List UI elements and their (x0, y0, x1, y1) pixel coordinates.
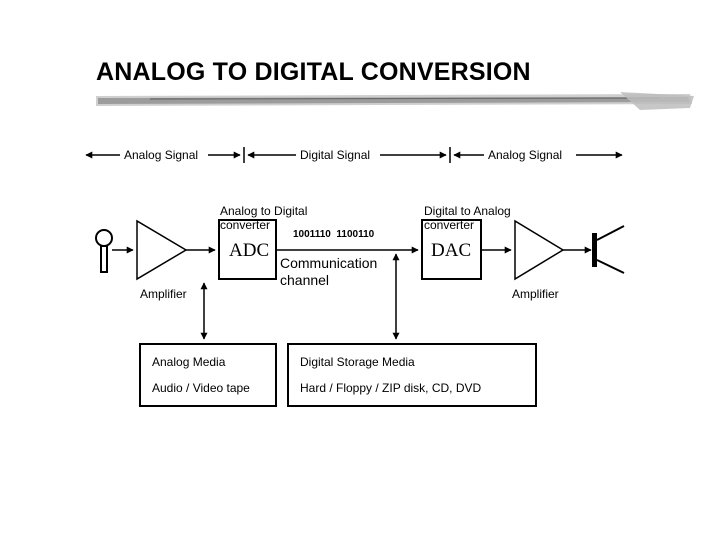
channel-label-line1: Communication (280, 255, 377, 271)
digital-media-line2: Hard / Floppy / ZIP disk, CD, DVD (300, 381, 481, 395)
adc-label: ADC (229, 240, 269, 261)
bitstream-label: 1001110 1100110 (293, 229, 375, 240)
signal-bar: Analog Signal Digital Signal Analog Sign… (85, 147, 623, 163)
amplifier-right-label: Amplifier (512, 287, 559, 301)
slide-title: ANALOG TO DIGITAL CONVERSION (96, 58, 531, 86)
signal-label-analog-left: Analog Signal (124, 148, 198, 162)
dac-caption-line2: converter (424, 218, 474, 232)
dac-label: DAC (431, 240, 471, 261)
analog-media-line2: Audio / Video tape (152, 381, 250, 395)
signal-label-digital: Digital Signal (300, 148, 370, 162)
amplifier-left-triangle (136, 219, 188, 281)
channel-label-line2: channel (280, 272, 329, 288)
title-underline (96, 92, 694, 110)
microphone-icon (95, 229, 113, 273)
digital-media-line1: Digital Storage Media (300, 355, 415, 369)
adc-caption-line2: converter (220, 218, 270, 232)
amplifier-left-label: Amplifier (140, 287, 187, 301)
speaker-icon (592, 225, 625, 274)
adc-caption-line1: Analog to Digital (220, 204, 307, 218)
dac-caption-line1: Digital to Analog (424, 204, 511, 218)
digital-media-box (287, 343, 537, 407)
amplifier-right-triangle (514, 219, 565, 281)
signal-label-analog-right: Analog Signal (488, 148, 562, 162)
analog-media-line1: Analog Media (152, 355, 226, 369)
analog-media-box (139, 343, 277, 407)
